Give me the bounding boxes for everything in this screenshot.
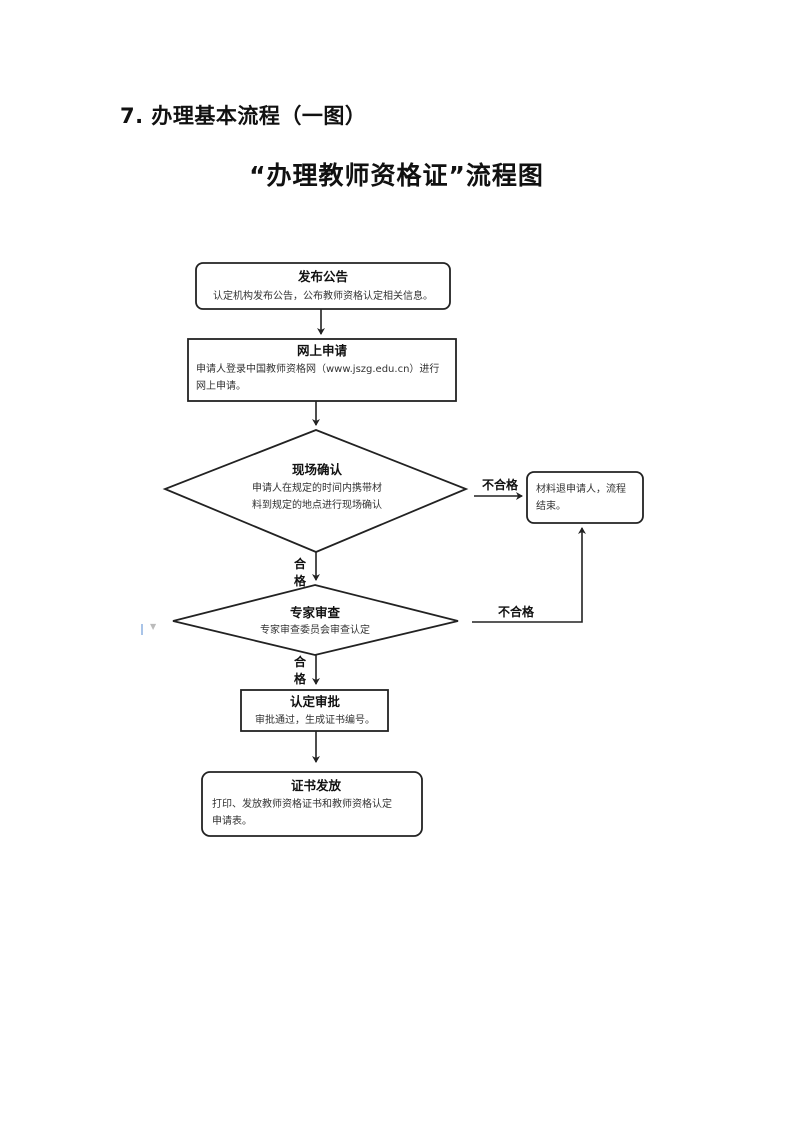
edge-label-onsite-pass-2: 格 [294,573,307,588]
node-return-desc-line2: 结束。 [536,499,566,512]
node-online-desc-line2: 网上申请。 [196,379,246,392]
node-return: 材料退申请人，流程 结束。 [526,471,644,524]
edge-label-expert-pass-2: 格 [294,671,307,686]
node-onsite: 现场确认 申请人在规定的时间内携带材 料到规定的地点进行现场确认 [162,429,469,553]
node-issue-box [201,771,423,837]
node-online-title: 网上申请 [297,343,348,358]
chart-title: “办理教师资格证”流程图 [249,161,544,190]
node-online-box [187,338,457,402]
node-expert-desc: 专家审查委员会审查认定 [260,623,370,636]
node-approve-title: 认定审批 [290,694,341,709]
node-issue-title: 证书发放 [291,778,342,793]
node-expert-diamond [172,584,459,656]
section-heading: 7. 办理基本流程（一图） [120,104,367,128]
edge-label-onsite-fail: 不合格 [482,477,519,492]
node-return-desc-line1: 材料退申请人，流程 [536,482,626,495]
edge-label-expert-fail: 不合格 [498,604,535,619]
node-publish: 发布公告 认定机构发布公告，公布教师资格认定相关信息。 [195,262,451,310]
node-online: 网上申请 申请人登录中国教师资格网（www.jszg.edu.cn）进行 网上申… [187,338,457,402]
edge-expert-return [472,527,586,623]
node-expert-title: 专家审查 [290,605,341,620]
node-onsite-desc-line1: 申请人在规定的时间内携带材 [252,481,382,494]
node-approve-desc: 审批通过，生成证书编号。 [255,713,375,726]
node-publish-box [195,262,451,310]
node-onsite-title: 现场确认 [292,462,343,477]
node-return-box [526,471,644,524]
node-onsite-desc-line2: 料到规定的地点进行现场确认 [252,498,382,511]
node-approve: 认定审批 审批通过，生成证书编号。 [240,689,389,732]
node-publish-title: 发布公告 [297,269,349,284]
node-issue-desc-line1: 打印、发放教师资格证书和教师资格认定 [212,797,392,810]
node-publish-desc: 认定机构发布公告，公布教师资格认定相关信息。 [213,289,433,302]
edge-label-onsite-pass-1: 合 [294,556,307,571]
node-expert: 专家审查 专家审查委员会审查认定 [172,584,459,656]
node-online-desc-line1: 申请人登录中国教师资格网（www.jszg.edu.cn）进行 [196,362,439,375]
node-approve-box [240,689,389,732]
node-issue-desc-line2: 申请表。 [212,814,252,827]
edge-label-expert-pass-1: 合 [294,654,307,669]
text-cursor-mark [141,624,143,635]
node-issue: 证书发放 打印、发放教师资格证书和教师资格认定 申请表。 [201,771,423,837]
dropdown-arrow-icon: ▼ [150,622,157,631]
